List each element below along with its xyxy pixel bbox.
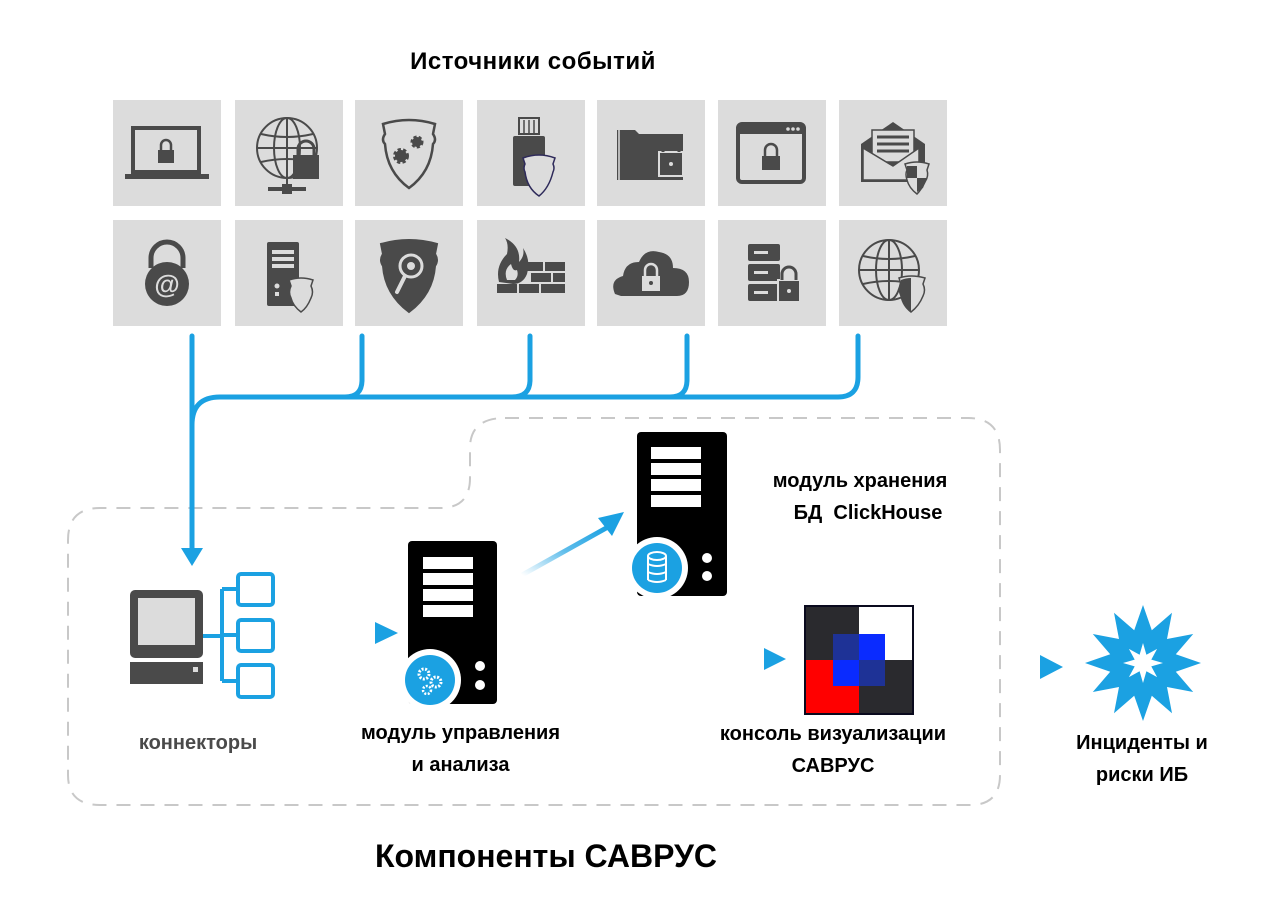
control-module-label-line1: модуль управления — [360, 722, 561, 744]
mail-shield-icon — [861, 122, 930, 195]
source-tile-shield-search — [355, 220, 463, 326]
cloud-lock-icon — [613, 251, 689, 296]
components-boundary — [67, 417, 1001, 806]
console-label-line1: консоль визуализации — [719, 723, 947, 745]
components-title: Компоненты САВРУС — [374, 838, 717, 874]
arrow-console-to-incidents — [940, 655, 1063, 679]
storage-module-label: модуль хранения БД ClickHouse — [740, 465, 980, 529]
laptop-lock-icon — [125, 126, 209, 179]
source-tile-cloud — [597, 220, 705, 326]
storage-module-label-line1: модуль хранения — [772, 470, 948, 492]
arrow-to-console — [670, 648, 786, 670]
arrow-control-to-storage — [520, 512, 624, 578]
shield-gears-icon — [381, 118, 437, 190]
source-tile-globe-network — [235, 100, 343, 206]
source-tile-shield-gears — [355, 100, 463, 206]
usb-shield-icon — [513, 117, 556, 197]
server-rack-lock-icon — [748, 244, 801, 303]
console-label: консоль визуализации САВРУС — [668, 718, 998, 782]
globe-network-lock-icon — [256, 117, 319, 194]
folder-lock-icon — [617, 130, 684, 180]
firewall-icon — [497, 238, 565, 293]
at-sign-padlock-icon: @ — [145, 239, 189, 306]
source-tile-email-lock: @ — [113, 220, 221, 326]
browser-window-lock-icon — [736, 122, 806, 184]
incidents-label: Инциденты и риски ИБ — [1052, 727, 1232, 791]
console-label-line2: САВРУС — [791, 755, 875, 777]
source-bus-wires — [189, 333, 861, 553]
incidents-label-line1: Инциденты и — [1076, 732, 1208, 754]
source-tile-server-rack — [718, 220, 826, 326]
server-shield-icon — [267, 242, 314, 313]
sources-title: Источники событий — [410, 48, 656, 75]
connectors-icon — [130, 572, 275, 699]
storage-module-server-icon — [626, 432, 727, 599]
incident-burst-icon — [1085, 605, 1201, 721]
source-tile-folder — [597, 100, 705, 206]
burst-inner — [1123, 643, 1163, 683]
source-tile-laptop — [113, 100, 221, 206]
source-tile-globe-shield — [839, 220, 947, 326]
savrus-logo-icon — [804, 605, 914, 715]
svg-text:@: @ — [154, 269, 179, 299]
source-tile-firewall — [477, 220, 585, 326]
database-icon — [647, 551, 667, 583]
storage-module-label-line2: БД ClickHouse — [793, 502, 943, 524]
arrow-connectors-to-control — [285, 622, 398, 644]
control-module-server-icon — [399, 541, 497, 711]
incidents-label-line2: риски ИБ — [1095, 764, 1189, 786]
connectors-label: коннекторы — [138, 732, 258, 754]
shield-magnifier-icon — [379, 239, 439, 314]
source-tile-browser — [718, 100, 826, 206]
globe-shield-icon — [858, 239, 926, 313]
control-module-label: модуль управления и анализа — [318, 717, 603, 781]
source-tile-server-shield — [235, 220, 343, 326]
source-tile-usb — [477, 100, 585, 206]
control-module-label-line2: и анализа — [411, 754, 510, 776]
source-tile-mail — [839, 100, 947, 206]
arrow-head-to-connectors — [181, 548, 203, 566]
